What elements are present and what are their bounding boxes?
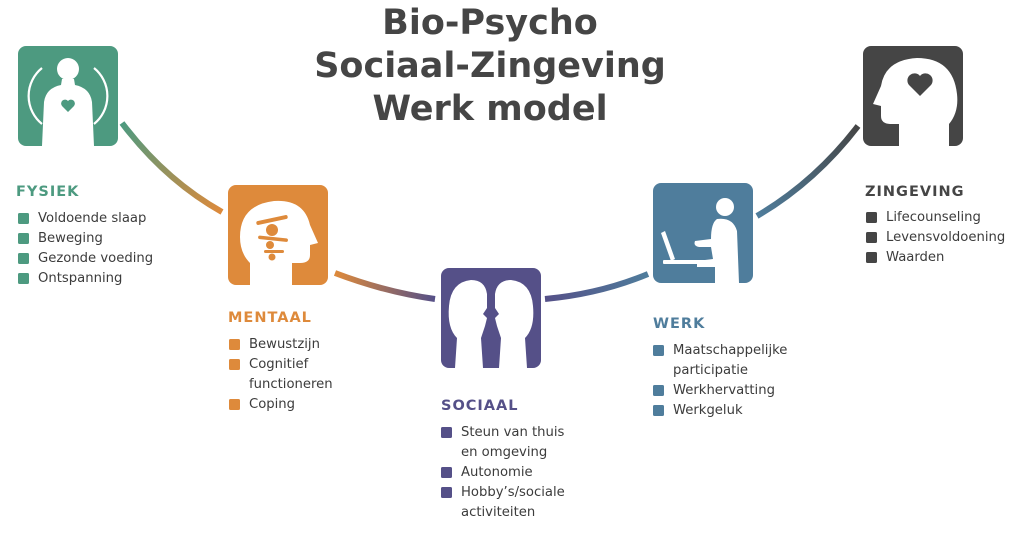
sociaal-item-text: en omgeving xyxy=(461,445,548,460)
werk-heading: WERK xyxy=(653,316,706,332)
mentaal-item-text: Coping xyxy=(249,397,296,412)
zingeving-item-text: Waarden xyxy=(886,250,945,265)
werk-item-text: participatie xyxy=(673,363,749,378)
bullet-square-icon xyxy=(441,467,452,478)
sociaal-item-text: activiteiten xyxy=(461,505,536,520)
bullet-square-icon xyxy=(866,252,877,263)
bullet-square-icon xyxy=(18,273,29,284)
bullet-square-icon xyxy=(653,385,664,396)
bullet-square-icon xyxy=(229,359,240,370)
mentaal-list-item: Cognitief functioneren xyxy=(229,355,333,395)
mentaal-heading: MENTAAL xyxy=(228,310,312,326)
mentaal-list-item: Bewustzijn xyxy=(229,335,333,355)
fysiek-list-item: Ontspanning xyxy=(18,269,153,289)
sociaal-list-item: Autonomie xyxy=(441,463,565,483)
connector-werk-zingeving xyxy=(755,124,861,219)
connector-sociaal-werk xyxy=(544,271,650,302)
person-laptop-icon xyxy=(653,183,753,283)
zingeving-list-item: Lifecounseling xyxy=(866,208,1005,228)
zingeving-list-item: Levensvoldoening xyxy=(866,228,1005,248)
title-line-1: Bio-Psycho xyxy=(382,3,598,43)
zingeving-item-text: Lifecounseling xyxy=(886,210,981,225)
mentaal-item-text: functioneren xyxy=(249,377,333,392)
werk-list-item: Werkgeluk xyxy=(653,401,787,421)
fysiek-item-text: Gezonde voeding xyxy=(38,251,154,266)
bullet-square-icon xyxy=(18,233,29,244)
fysiek-list-item: Beweging xyxy=(18,229,153,249)
head-heart-icon xyxy=(863,46,963,146)
fysiek-item-text: Voldoende slaap xyxy=(38,211,147,226)
bullet-square-icon xyxy=(229,399,240,410)
bullet-square-icon xyxy=(18,253,29,264)
fysiek-item-text: Ontspanning xyxy=(38,271,123,286)
fysiek-tile xyxy=(18,46,118,146)
bullet-square-icon xyxy=(229,339,240,350)
bullet-square-icon xyxy=(653,405,664,416)
body-heart-icon xyxy=(18,46,118,146)
fysiek-list-item: Gezonde voeding xyxy=(18,249,153,269)
sociaal-item-text: Hobby’s/sociale xyxy=(461,485,565,500)
two-faces-icon xyxy=(441,268,541,368)
fysiek-list-item: Voldoende slaap xyxy=(18,209,153,229)
sociaal-list-item: Steun van thuis en omgeving xyxy=(441,423,565,463)
werk-item-text: Werkhervatting xyxy=(673,383,775,398)
zingeving-tile xyxy=(863,46,963,146)
werk-item-text: Werkgeluk xyxy=(673,403,743,418)
werk-tile xyxy=(653,183,753,283)
fysiek-item-text: Beweging xyxy=(38,231,103,246)
werk-list-item: Maatschappelijke participatie xyxy=(653,341,787,381)
mentaal-item-text: Bewustzijn xyxy=(249,337,320,352)
sociaal-item-text: Autonomie xyxy=(461,465,533,480)
sociaal-list-item: Hobby’s/sociale activiteiten xyxy=(441,483,565,523)
sociaal-item-text: Steun van thuis xyxy=(461,425,565,440)
mentaal-tile xyxy=(228,185,328,285)
werk-list-item: Werkhervatting xyxy=(653,381,787,401)
connector-mentaal-sociaal xyxy=(333,270,436,302)
bullet-square-icon xyxy=(653,345,664,356)
diagram-title: Bio-Psycho Sociaal-Zingeving Werk model xyxy=(300,2,680,131)
title-line-2: Sociaal-Zingeving xyxy=(314,46,666,86)
bullet-square-icon xyxy=(18,213,29,224)
zingeving-heading: ZINGEVING xyxy=(865,184,965,200)
bullet-square-icon xyxy=(441,487,452,498)
mentaal-list-item: Coping xyxy=(229,395,333,415)
sociaal-heading: SOCIAAL xyxy=(441,398,519,414)
fysiek-heading: FYSIEK xyxy=(16,184,80,200)
connector-fysiek-mentaal xyxy=(119,121,224,215)
head-balance-icon xyxy=(228,185,328,285)
mentaal-item-text: Cognitief xyxy=(249,357,309,372)
bullet-square-icon xyxy=(866,232,877,243)
title-line-3: Werk model xyxy=(372,89,608,129)
bullet-square-icon xyxy=(441,427,452,438)
sociaal-tile xyxy=(441,268,541,368)
werk-item-text: Maatschappelijke xyxy=(673,343,788,358)
zingeving-item-text: Levensvoldoening xyxy=(886,230,1006,245)
bullet-square-icon xyxy=(866,212,877,223)
zingeving-list-item: Waarden xyxy=(866,248,1005,268)
